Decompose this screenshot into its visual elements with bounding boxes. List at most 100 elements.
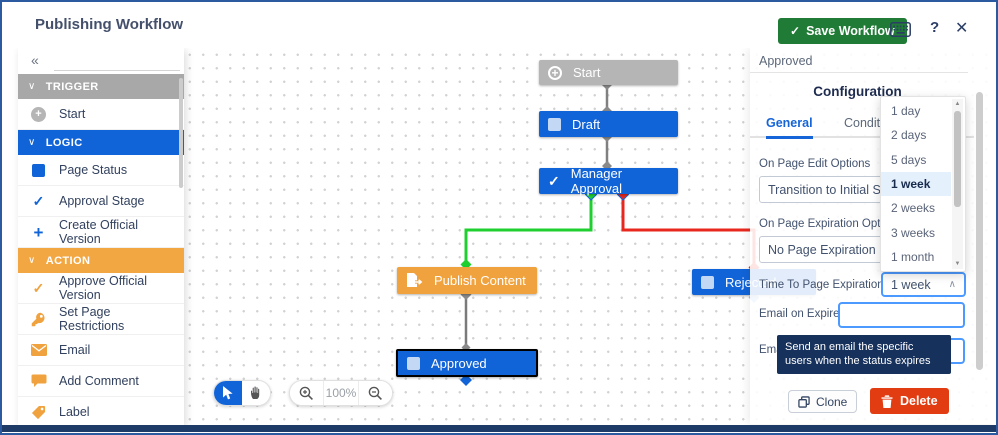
envelope-icon [30,344,47,356]
sidebar-item-add-comment[interactable]: Add Comment [18,366,184,397]
zoom-in-icon [299,386,314,400]
dropdown-option[interactable]: 1 month [891,249,935,264]
sidebar-item-email[interactable]: Email [18,335,184,366]
palette-sidebar: « ∨ TRIGGER + Start ∨ LOGIC Page Status … [18,48,184,425]
sidebar-item-label: Approve Official Version [59,274,148,302]
chevron-down-icon: ∨ [28,137,36,148]
on-page-expiration-options-label: On Page Expiration Options [759,218,902,230]
save-workflow-label: Save Workflow [806,24,895,38]
section-header-action[interactable]: ∨ ACTION [18,248,184,273]
zoom-out-button[interactable] [357,381,392,405]
page-status-icon [407,356,420,370]
section-trigger-label: TRIGGER [45,80,99,93]
caret-up-icon[interactable]: ▲ [954,101,961,107]
node-manager-approval[interactable]: ✓ Manager Approval [539,166,678,196]
dropdown-scrollbar[interactable]: ▲ ▼ [952,99,963,269]
comment-icon [30,374,47,388]
canvas-zoom-group: 100% [289,380,393,406]
section-header-trigger[interactable]: ∨ TRIGGER [18,74,184,99]
sidebar-item-label: Page Status [59,163,128,177]
sidebar-collapse-row: « [18,48,184,74]
sidebar-item-label: Approval Stage [59,194,145,208]
node-start[interactable]: + Start [539,60,678,85]
zoom-in-button[interactable] [290,381,324,405]
close-button[interactable]: ✕ [955,20,969,37]
page-title: Publishing Workflow [35,16,184,33]
dropdown-option[interactable]: 5 days [891,152,927,167]
email-on-expire-label: Email on Expire [759,308,840,320]
approval-check-icon: ✓ [548,172,560,189]
caret-down-icon[interactable]: ▼ [954,261,961,267]
section-action-label: ACTION [45,254,91,267]
on-page-expiration-options-value: No Page Expiration [768,242,876,257]
zoom-out-icon [368,386,382,400]
cursor-icon [223,386,233,400]
sidebar-item-create-official-version[interactable]: + Create Official Version [18,217,184,248]
help-button[interactable]: ? [930,19,940,36]
clone-button[interactable]: Clone [788,390,858,413]
plus-icon: + [33,222,44,242]
chevron-up-icon: ∧ [948,279,956,290]
dropdown-option[interactable]: 1 day [891,104,921,119]
keyboard-shortcuts-button[interactable] [890,22,911,42]
clone-button-label: Clone [816,394,848,409]
check-icon: ✓ [32,192,45,209]
time-to-page-expiration-select[interactable]: 1 week ∧ [881,272,966,297]
sidebar-item-start[interactable]: + Start [18,99,184,130]
palette-search-input[interactable] [54,70,180,71]
node-draft[interactable]: Draft [539,111,678,137]
pan-tool-button[interactable] [242,381,270,405]
select-tool-button[interactable] [214,381,242,405]
sidebar-item-label: Add Comment [59,374,139,388]
section-header-logic[interactable]: ∨ LOGIC [18,130,184,155]
node-draft-label: Draft [572,116,601,132]
email-on-expire-input[interactable] [838,302,965,328]
dropdown-option[interactable]: 2 days [891,128,927,143]
page-status-icon [701,275,714,289]
sidebar-item-label: Start [59,107,86,121]
sidebar-item-approve-official-version[interactable]: ✓ Approve Official Version [18,273,184,304]
sidebar-item-label-action[interactable]: Label [18,397,184,425]
section-logic-label: LOGIC [45,136,83,149]
node-start-label: Start [573,65,601,80]
check-icon: ✓ [790,24,801,38]
bottom-accent-bar [2,425,996,432]
save-workflow-button[interactable]: ✓ Save Workflow [778,18,907,44]
keyboard-icon [890,22,911,37]
panel-scrollbar[interactable] [976,92,983,370]
zoom-level-value[interactable]: 100% [323,381,358,405]
publish-document-icon [407,273,423,287]
sidebar-item-set-page-restrictions[interactable]: Set Page Restrictions [18,304,184,335]
configuration-heading: Configuration [813,84,902,99]
chevron-down-icon: ∨ [28,255,36,266]
delete-button-label: Delete [900,394,938,408]
node-approved-label: Approved [431,355,487,371]
delete-button[interactable]: Delete [870,388,949,414]
time-to-page-expiration-value: 1 week [891,277,931,292]
node-manager-approval-label: Manager Approval [570,166,623,196]
dropdown-option[interactable]: 3 weeks [891,225,936,240]
node-approved[interactable]: Approved [396,349,538,377]
sidebar-item-label: Create Official Version [59,218,138,246]
on-page-edit-options-label: On Page Edit Options [759,158,871,170]
sidebar-item-label: Label [59,405,90,419]
dropdown-option-selected[interactable]: 1 week [881,171,951,197]
sidebar-item-page-status[interactable]: Page Status [18,155,184,186]
key-icon [30,312,47,327]
sidebar-item-approval-stage[interactable]: ✓ Approval Stage [18,186,184,217]
trash-icon [881,394,893,408]
blue-square-icon [30,163,47,177]
check-icon: ✓ [32,279,45,296]
dropdown-scroll-thumb[interactable] [954,111,961,207]
collapse-sidebar-button[interactable]: « [31,52,39,68]
node-publish-content[interactable]: Publish Content [397,267,537,294]
status-name-input[interactable] [759,52,964,70]
copy-icon [798,395,810,408]
sidebar-scrollbar[interactable] [179,78,183,188]
header-bar: Publishing Workflow ✓ Save Workflow ? ✕ [2,2,996,48]
tab-general[interactable]: General [766,116,813,139]
dropdown-option[interactable]: 2 weeks [891,201,936,216]
hand-icon [250,386,259,399]
tag-icon [30,405,47,420]
